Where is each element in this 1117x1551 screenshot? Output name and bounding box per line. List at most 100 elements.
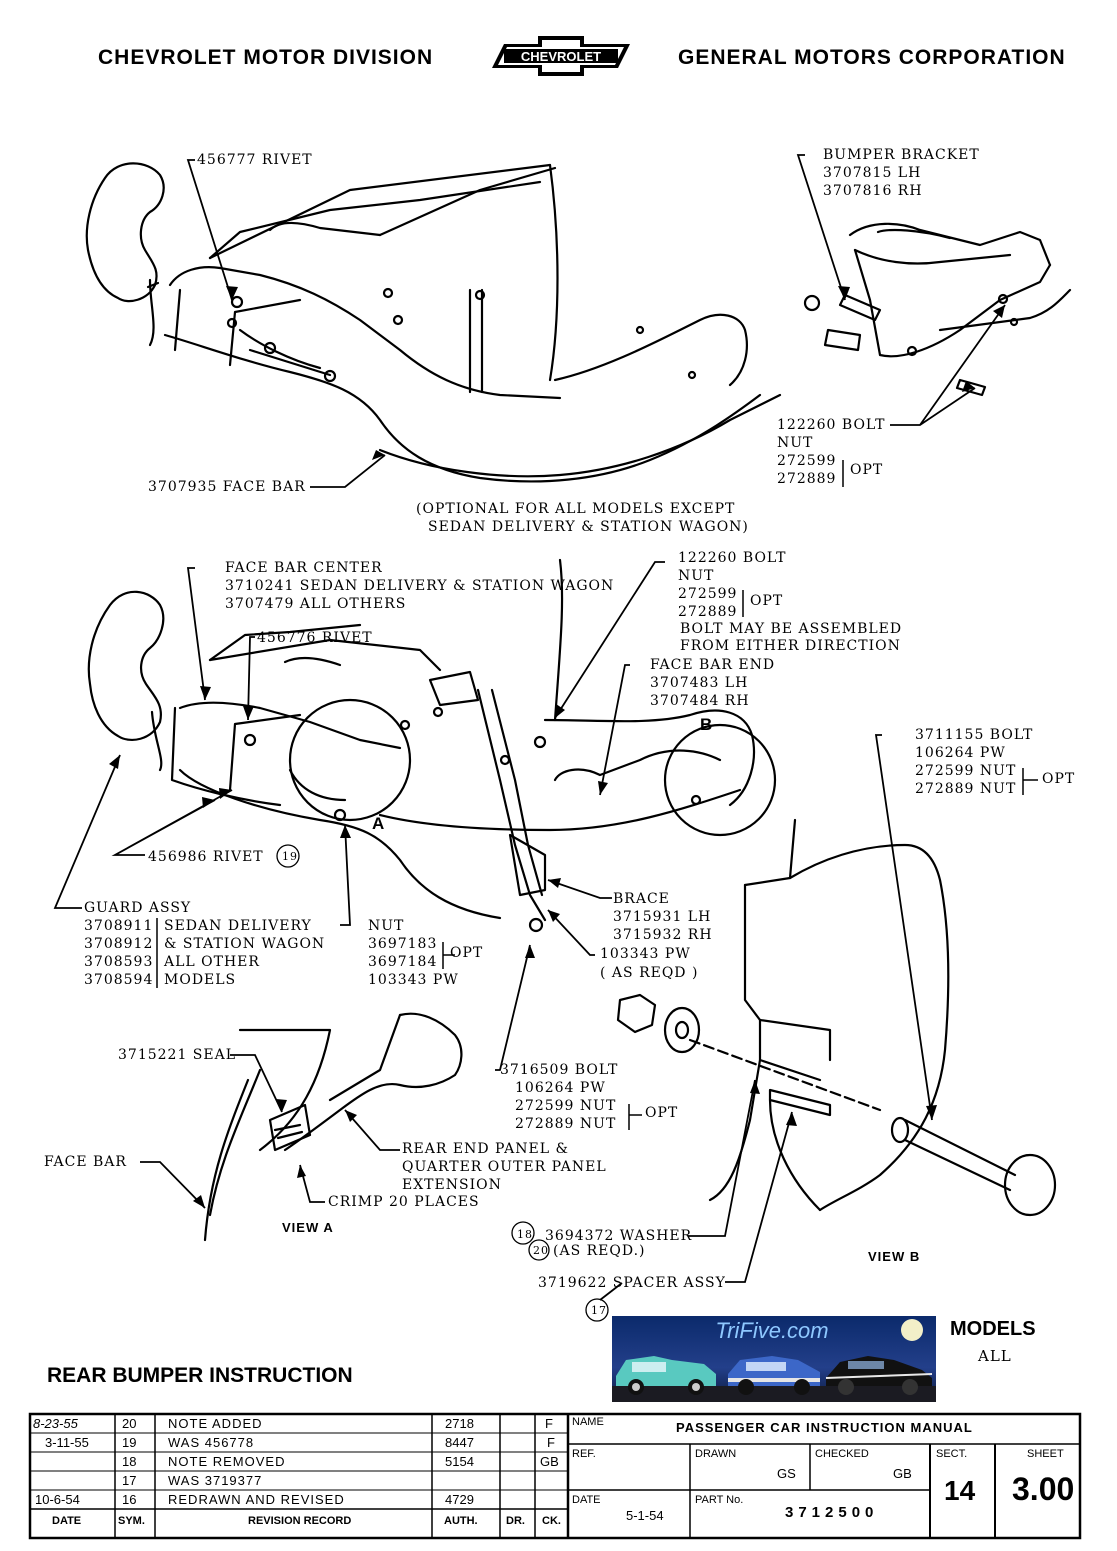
rear-panel-line3: EXTENSION	[402, 1177, 502, 1193]
rear-panel-line1: REAR END PANEL &	[402, 1141, 569, 1157]
manual-name: PASSENGER CAR INSTRUCTION MANUAL	[676, 1420, 973, 1435]
guard-desc: ALL OTHER	[164, 954, 260, 970]
bolt-note-line1: BOLT MAY BE ASSEMBLED	[680, 621, 903, 637]
face-bar-center-wagon: 3710241 SEDAN DELIVERY & STATION WAGON	[225, 578, 615, 594]
rev-sym: 19	[122, 1435, 137, 1450]
bolt-3716509-pw: 106264 PW	[515, 1080, 606, 1096]
rev-sym: 16	[122, 1492, 137, 1507]
nut-mid-272889: 272889	[678, 604, 738, 620]
nut-3697183: 3697183	[368, 936, 438, 952]
view-a-label: VIEW A	[282, 1220, 334, 1235]
logo-text: CHEVROLET	[521, 49, 601, 64]
chevrolet-logo: CHEVROLET	[490, 34, 632, 78]
guard-desc: MODELS	[164, 972, 237, 988]
rev-header-record: REVISION RECORD	[248, 1515, 352, 1527]
brace-lh: 3715931 LH	[613, 909, 712, 925]
rev-ck: F	[545, 1416, 553, 1431]
division-heading: CHEVROLET MOTOR DIVISION	[98, 46, 434, 69]
checked-value: GB	[893, 1466, 912, 1481]
optional-note-line2: SEDAN DELIVERY & STATION WAGON)	[428, 519, 749, 535]
note-17: 17	[591, 1304, 607, 1317]
guard-part: 3708594	[84, 972, 154, 988]
checked-label: CHECKED	[815, 1448, 869, 1460]
bumper-bracket-label: BUMPER BRACKET	[823, 147, 980, 163]
rev-record: NOTE REMOVED	[168, 1454, 286, 1469]
rev-record: REDRAWN AND REVISED	[168, 1492, 345, 1507]
bolt-3716509-label: 3716509 BOLT	[500, 1062, 619, 1078]
opt-mid-label: OPT	[750, 593, 784, 609]
sheet-value: 3.00	[1012, 1471, 1075, 1507]
brace-rh: 3715932 RH	[613, 927, 713, 943]
nut-lower-label: NUT	[368, 918, 405, 934]
rear-panel-line2: QUARTER OUTER PANEL	[402, 1159, 607, 1175]
rev-header-auth: AUTH.	[444, 1515, 478, 1527]
date-value: 5-1-54	[626, 1508, 664, 1523]
brace-as-reqd: ( AS REQD )	[600, 965, 699, 981]
nut-lower-opt: OPT	[450, 945, 484, 961]
page-title: REAR BUMPER INSTRUCTION	[47, 1364, 353, 1387]
rev-header-ck: CK.	[542, 1515, 561, 1527]
sect-value: 14	[944, 1475, 976, 1506]
drawn-value: GS	[777, 1466, 796, 1481]
sect-label: SECT.	[936, 1448, 968, 1460]
guard-assy-label: GUARD ASSY	[84, 900, 192, 916]
brace-pw: 103343 PW	[600, 946, 691, 962]
rev-header-date: DATE	[52, 1515, 82, 1527]
rev-sym: 17	[122, 1473, 137, 1488]
rev-sym: 20	[122, 1416, 137, 1431]
opt-label: OPT	[850, 462, 884, 478]
rev-date: 3-11-55	[45, 1435, 89, 1450]
washer-3694372-label: 3694372 WASHER	[545, 1228, 693, 1244]
guard-part: 3708912	[84, 936, 154, 952]
rev-record: NOTE ADDED	[168, 1416, 263, 1431]
bolt-3711155-label: 3711155 BOLT	[915, 727, 1034, 743]
guard-desc: SEDAN DELIVERY	[164, 918, 312, 934]
callout-b: B	[700, 715, 714, 734]
part-no-label: PART No.	[695, 1494, 744, 1506]
name-label: NAME	[572, 1416, 604, 1428]
seal-3715221-label: 3715221 SEAL	[118, 1047, 237, 1063]
bumper-bracket-lh: 3707815 LH	[823, 165, 922, 181]
drawn-label: DRAWN	[695, 1448, 737, 1460]
bolt-3716509-opt: OPT	[645, 1105, 679, 1121]
rev-record: WAS 3719377	[168, 1473, 263, 1488]
rev-auth: 8447	[445, 1435, 474, 1450]
nut-mid-272599: 272599	[678, 586, 738, 602]
nut-3697184: 3697184	[368, 954, 438, 970]
banner-text: TriFive.com	[715, 1318, 828, 1343]
face-bar-label: FACE BAR	[44, 1154, 127, 1170]
face-bar-end-rh: 3707484 RH	[650, 693, 750, 709]
face-bar-3707935-label: 3707935 FACE BAR	[148, 479, 306, 495]
brace-label: BRACE	[613, 891, 670, 907]
date-label: DATE	[572, 1494, 601, 1506]
bolt-122260-label: 122260 BOLT	[777, 417, 886, 433]
washer-note-20: 20	[533, 1244, 549, 1257]
rev-header-dr: DR.	[506, 1515, 525, 1527]
bolt-3711155-opt: OPT	[1042, 771, 1076, 787]
face-bar-end-lh: 3707483 LH	[650, 675, 749, 691]
nut-103343-pw: 103343 PW	[368, 972, 459, 988]
nut-label: NUT	[777, 435, 814, 451]
view-b-label: VIEW B	[868, 1249, 921, 1264]
rivet-456986-label: 456986 RIVET	[148, 849, 264, 865]
nut-mid-label: NUT	[678, 568, 715, 584]
rev-ck: GB	[540, 1454, 559, 1469]
face-bar-center-label: FACE BAR CENTER	[225, 560, 383, 576]
face-bar-end-label: FACE BAR END	[650, 657, 776, 673]
optional-note-line1: (OPTIONAL FOR ALL MODELS EXCEPT	[416, 501, 736, 517]
rev-auth: 2718	[445, 1416, 474, 1431]
callout-a: A	[372, 814, 386, 833]
guard-part: 3708911	[84, 918, 154, 934]
bolt-3711155-pw: 106264 PW	[915, 745, 1006, 761]
nut-272599: 272599	[777, 453, 837, 469]
spacer-3719622-label: 3719622 SPACER ASSY	[538, 1275, 726, 1291]
sheet-label: SHEET	[1027, 1448, 1064, 1460]
rev-date: 10-6-54	[35, 1492, 80, 1507]
rev-date: 8-23-55	[33, 1416, 78, 1431]
guard-part: 3708593	[84, 954, 154, 970]
corporation-heading: GENERAL MOTORS CORPORATION	[678, 46, 1066, 69]
rev-ck: F	[547, 1435, 555, 1450]
bolt-3711155-nut2: 272889 NUT	[915, 781, 1017, 797]
rev-auth: 5154	[445, 1454, 474, 1469]
